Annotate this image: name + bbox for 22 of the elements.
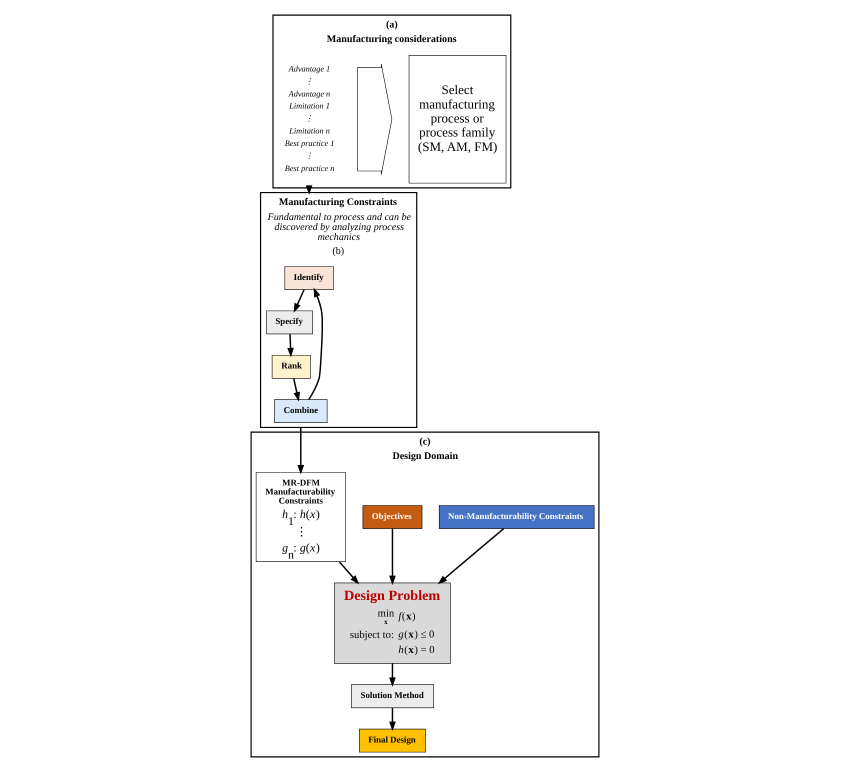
- node-box: Solution Method: [351, 684, 434, 708]
- arrow: [297, 427, 304, 474]
- node-box: Identify: [284, 266, 334, 290]
- node-chevron: [357, 64, 392, 175]
- arrow: [389, 528, 396, 586]
- node-text: Advantage 1 ⋮ Advantage n Limitation 1 ⋮ Limitation n Best practice 1 ⋮ Best practice n: [284, 64, 334, 173]
- arrow: [294, 289, 305, 313]
- node-box: Rank: [272, 354, 311, 379]
- arrow: [389, 664, 396, 687]
- node-box: Final Design: [359, 728, 426, 752]
- arrow: [308, 288, 323, 400]
- node-box: Non-Manufacturability Constraints: [438, 505, 594, 529]
- arrow: [438, 528, 504, 584]
- node-box: Objectives: [362, 505, 422, 529]
- node-box: Specify: [266, 310, 313, 334]
- node-box: Combine: [274, 399, 328, 423]
- arrow: [293, 378, 300, 402]
- arrow: [338, 561, 360, 585]
- arrow: [287, 334, 294, 358]
- node-box: Select manufacturing process or process family (SM, AM, FM): [408, 55, 506, 184]
- arrow: [389, 708, 396, 732]
- arrow: [306, 185, 312, 195]
